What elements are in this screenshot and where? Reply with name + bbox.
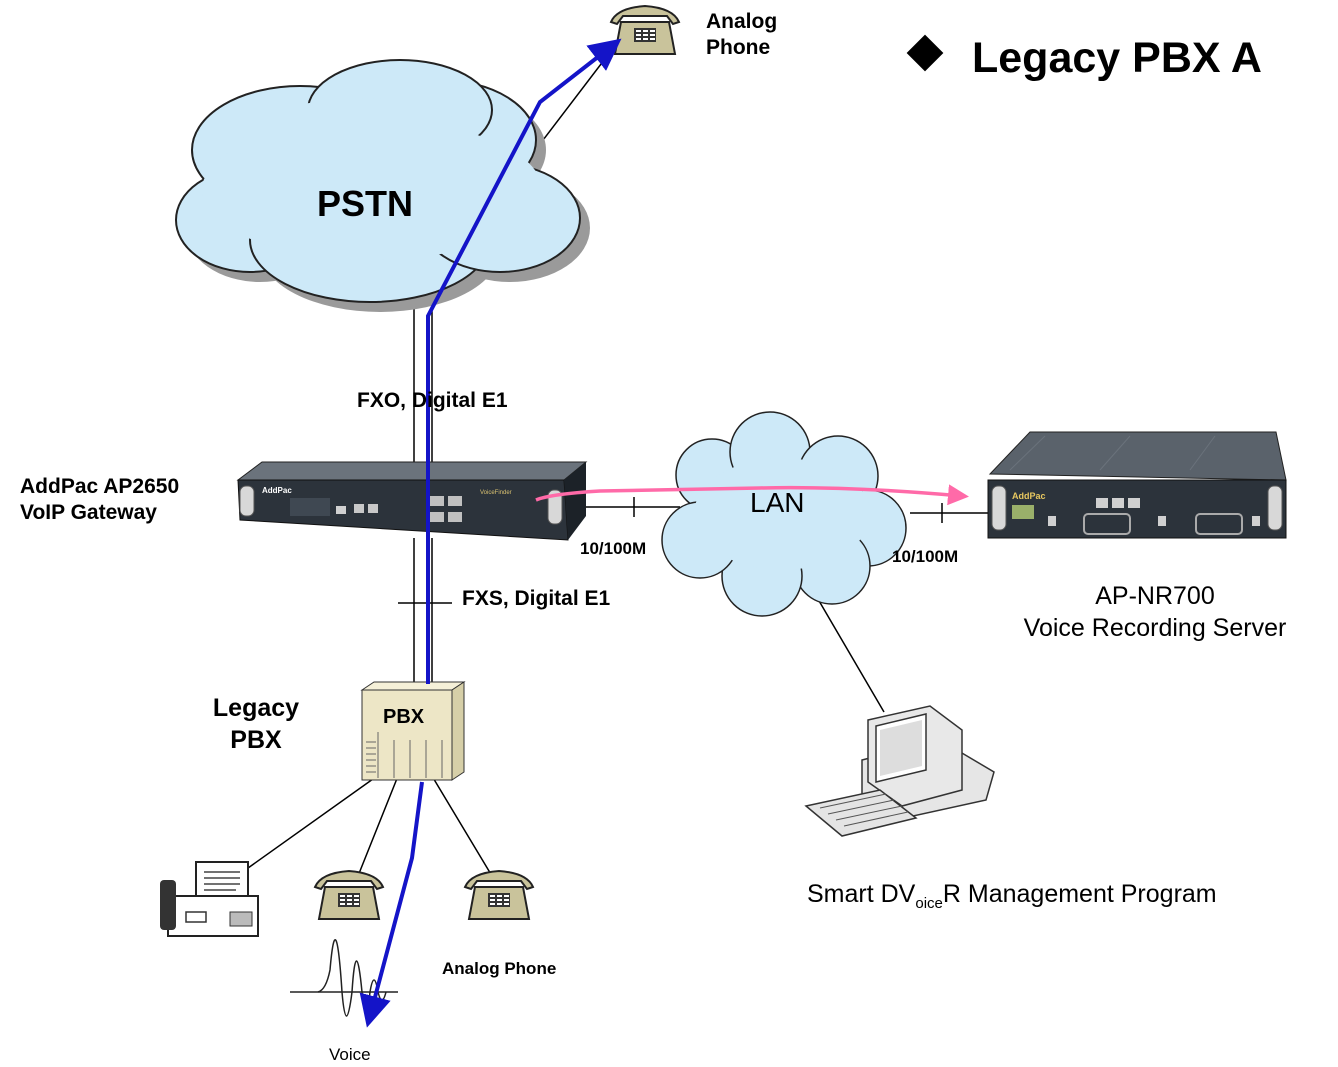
gateway-label-line2: VoIP Gateway: [20, 501, 157, 524]
bottom-right-phone-icon: [464, 870, 534, 920]
mgmt-label-suffix: R Management Program: [942, 880, 1217, 908]
gateway-panel-brand: AddPac: [262, 486, 292, 495]
connection-lines: [233, 46, 996, 879]
mgmt-label-prefix: Smart DV: [807, 880, 916, 908]
management-program-label: Smart DVoiceR Management Program: [807, 880, 1217, 912]
voice-label: Voice: [329, 1045, 371, 1064]
legacy-pbx-label-line2: PBX: [230, 726, 282, 754]
mgmt-label-sub: oice: [915, 895, 943, 912]
fxo-label: FXO, Digital E1: [357, 389, 508, 412]
pstn-cloud: [175, 59, 590, 312]
gateway-label-line1: AddPac AP2650: [20, 475, 180, 498]
pbx-box-label: PBX: [383, 706, 425, 728]
recording-path-arrow: [535, 484, 969, 506]
legacy-pbx-label: Legacy PBX: [196, 692, 316, 756]
fxs-label: FXS, Digital E1: [462, 587, 611, 610]
pbx-icon: [360, 681, 466, 781]
pstn-label: PSTN: [317, 183, 414, 224]
speed-left-label: 10/100M: [580, 539, 647, 558]
pbx-to-fax-line: [233, 773, 381, 879]
server-label-line1: AP-NR700: [1095, 582, 1215, 610]
computer-icon: [804, 705, 995, 837]
bottom-left-phone-icon: [314, 870, 384, 920]
gateway-panel-model: VoiceFinder: [480, 490, 512, 496]
top-phone-label-line1: Analog: [706, 10, 778, 33]
diamond-bullet-icon: [906, 34, 944, 72]
voice-path-arrow: [359, 781, 424, 1028]
server-label-line2: Voice Recording Server: [1023, 614, 1287, 642]
speed-right-label: 10/100M: [892, 547, 959, 566]
page-title: Legacy PBX A: [906, 34, 1262, 83]
pbx-to-phone-left-line: [357, 775, 399, 877]
pbx-to-phone-right-line: [431, 775, 493, 877]
top-phone-label-line2: Phone: [706, 36, 771, 59]
legacy-pbx-label-line1: Legacy: [212, 694, 300, 722]
top-analog-phone-icon: [610, 5, 680, 55]
server-panel-brand: AddPac: [1012, 491, 1046, 501]
call-path-arrow: [426, 38, 622, 684]
server-label: AP-NR700 Voice Recording Server: [976, 580, 1334, 644]
lan-label: LAN: [750, 487, 805, 518]
fax-icon: [160, 861, 259, 937]
voip-gateway-icon: AddPac VoiceFinder: [236, 461, 588, 541]
voice-waveform-icon: [290, 939, 398, 1017]
lan-to-computer-line: [807, 581, 885, 713]
gateway-label: AddPac AP2650 VoIP Gateway: [20, 474, 179, 526]
lan-cloud: [661, 411, 907, 617]
recording-server-icon: AddPac: [987, 431, 1287, 539]
top-phone-label: Analog Phone: [706, 9, 777, 61]
page-title-text: Legacy PBX A: [972, 34, 1262, 82]
bottom-phone-label: Analog Phone: [442, 959, 557, 978]
